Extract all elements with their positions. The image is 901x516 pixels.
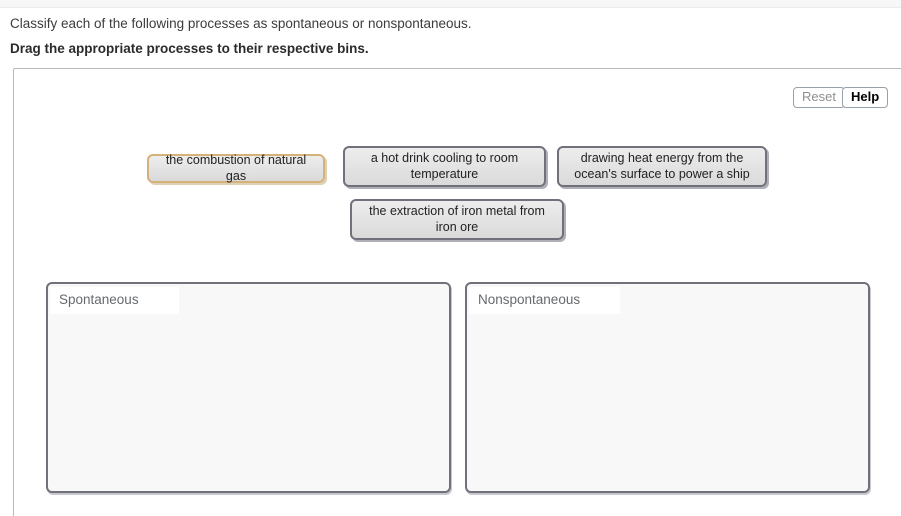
question-instruction: Classify each of the following processes…	[10, 16, 472, 31]
draggable-item-hot-drink[interactable]: a hot drink cooling to room temperature	[343, 146, 546, 187]
bin-spontaneous[interactable]: Spontaneous	[46, 282, 451, 493]
reset-button[interactable]: Reset	[793, 87, 845, 108]
draggable-item-ocean-heat[interactable]: drawing heat energy from the ocean's sur…	[557, 146, 767, 187]
bin-label-spontaneous: Spontaneous	[50, 287, 179, 314]
drag-instruction: Drag the appropriate processes to their …	[10, 41, 369, 56]
help-button[interactable]: Help	[842, 87, 889, 108]
draggable-item-iron-extraction[interactable]: the extraction of iron metal from iron o…	[350, 199, 564, 240]
bin-nonspontaneous[interactable]: Nonspontaneous	[465, 282, 870, 493]
bin-label-nonspontaneous: Nonspontaneous	[469, 287, 621, 314]
draggable-item-combustion[interactable]: the combustion of natural gas	[147, 153, 325, 183]
top-bar	[0, 0, 901, 8]
